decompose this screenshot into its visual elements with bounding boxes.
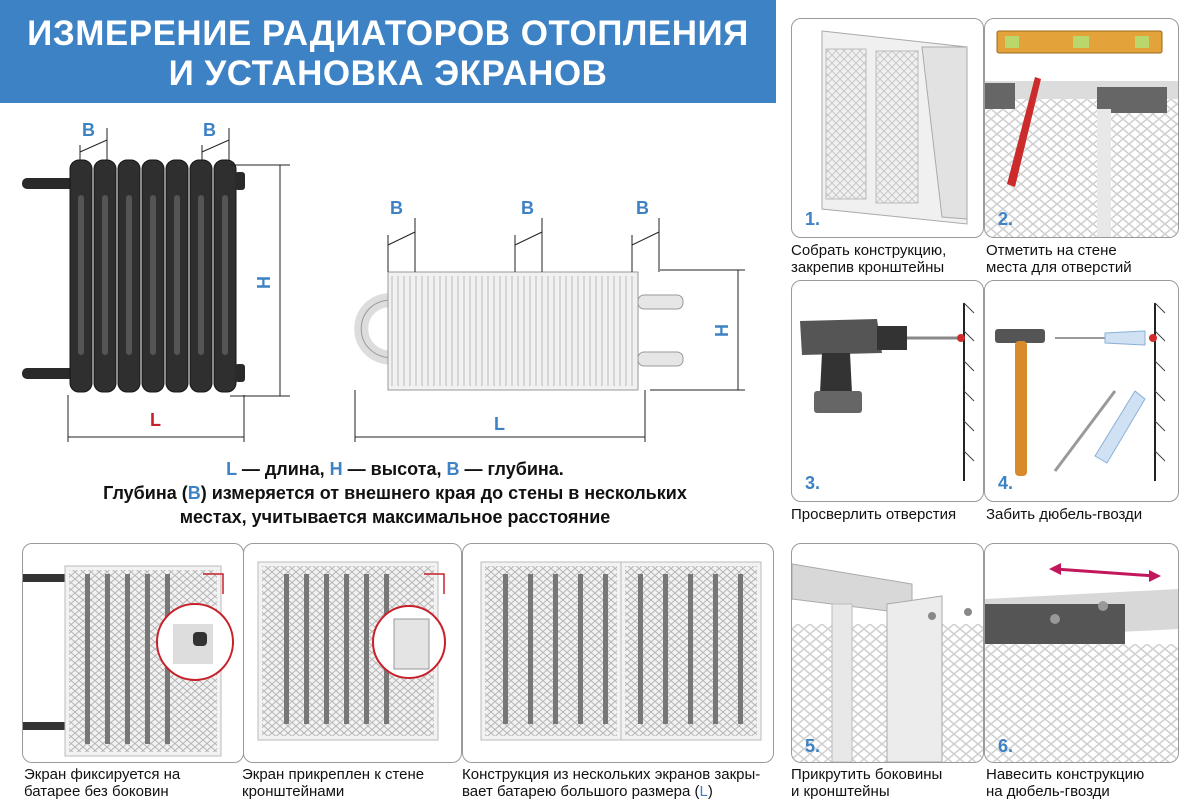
depth-note: Глубина (B) измеряется от внешнего края …	[30, 481, 760, 505]
variant-3-caption-line2-pre: вает батарею большого размера (	[462, 783, 700, 800]
step-5-caption-line1: Прикрутить боковины	[791, 766, 943, 783]
step-1-panel: 1.	[791, 18, 984, 238]
legend-h-text: — высота,	[342, 459, 447, 479]
variant-2-panel	[243, 543, 462, 763]
step-3-caption-line1: Просверлить отверстия	[791, 506, 957, 523]
title-banner: ИЗМЕРЕНИЕ РАДИАТОРОВ ОТОПЛЕНИЯ И УСТАНОВ…	[0, 0, 776, 103]
step-2-number: 2.	[998, 209, 1014, 229]
marking-wall-image	[985, 30, 1178, 237]
legend-l-letter: L	[226, 459, 237, 479]
step-2-caption-line2: места для отверстий	[986, 259, 1132, 276]
step-5-caption: Прикрутить боковины и кронштейны	[791, 766, 942, 800]
dim-b-label: B	[636, 198, 649, 218]
dim-l-label: L	[494, 414, 505, 434]
step-3-number: 3.	[805, 473, 821, 493]
cast-iron-radiator-illustration	[22, 128, 290, 442]
legend-b-letter: B	[446, 459, 460, 479]
dimension-legend: L — длина, H — высота, B — глубина.	[30, 457, 760, 481]
step-2-panel: 2.	[984, 18, 1179, 238]
variant-1-panel	[22, 543, 244, 763]
step-4-panel: 4.	[984, 280, 1179, 502]
convector-radiator-illustration	[354, 218, 745, 442]
variant-3-caption-line2-letter: L	[699, 783, 708, 800]
variant-2-caption-line2: кронштейнами	[242, 783, 345, 800]
variant-3-caption: Конструкция из нескольких экранов закры-…	[462, 766, 760, 800]
multiple-screens-image	[480, 561, 762, 741]
depth-note-line3: местах, учитывается максимальное расстоя…	[179, 507, 611, 527]
variant-3-caption-line2: вает батарею большого размера (L)	[462, 783, 760, 800]
step-4-number: 4.	[998, 473, 1014, 493]
step-6-caption: Навесить конструкцию на дюбель-гвозди	[986, 766, 1144, 800]
dim-h-label: H	[254, 276, 274, 289]
variant-3-caption-line2-post: )	[707, 783, 713, 800]
variant-1-caption-line2: батарее без боковин	[24, 783, 169, 800]
legend-b-text: — глубина.	[459, 459, 564, 479]
step-1-caption-line2: закрепив кронштейны	[791, 259, 945, 276]
step-3-caption: Просверлить отверстия	[791, 506, 956, 523]
step-5-number: 5.	[805, 736, 821, 756]
dim-b-label: B	[390, 198, 403, 218]
variant-1-caption: Экран фиксируется на батарее без боковин	[24, 766, 180, 800]
variant-3-panel	[462, 543, 774, 763]
legend-h-letter: H	[329, 459, 343, 479]
variant-1-caption-line1: Экран фиксируется на	[24, 766, 181, 783]
dim-b-label: B	[82, 120, 95, 140]
step-4-caption: Забить дюбель-гвозди	[986, 506, 1142, 523]
step-1-caption: Собрать конструкцию, закрепив кронштейны	[791, 242, 946, 276]
dim-b-label: B	[203, 120, 216, 140]
step-6-panel: 6.	[984, 543, 1179, 763]
depth-note-letter: B	[187, 483, 201, 503]
dim-b-label: B	[521, 198, 534, 218]
legend-l-text: — длина,	[236, 459, 330, 479]
screen-on-radiator-image	[23, 565, 234, 757]
step-5-panel: 5.	[791, 543, 984, 763]
variant-3-caption-line1: Конструкция из нескольких экранов закры-	[462, 766, 761, 783]
hammer-icon	[995, 302, 1166, 481]
variant-2-caption: Экран прикреплен к стене кронштейнами	[242, 766, 424, 800]
hang-screen-image	[985, 563, 1178, 762]
step-2-caption: Отметить на стене места для отверстий	[986, 242, 1132, 276]
dim-h-label: H	[712, 324, 732, 337]
depth-note-post: ) измеряется от внешнего края до стены в…	[200, 483, 687, 503]
step-1-caption-line1: Собрать конструкцию,	[791, 242, 947, 259]
screen-assembly-image	[821, 30, 968, 225]
step-4-caption-line1: Забить дюбель-гвозди	[986, 506, 1143, 523]
screen-on-wall-brackets-image	[257, 561, 446, 741]
title-line-1: ИЗМЕРЕНИЕ РАДИАТОРОВ ОТОПЛЕНИЯ	[27, 14, 749, 53]
step-6-number: 6.	[998, 736, 1014, 756]
step-1-number: 1.	[805, 209, 821, 229]
step-6-caption-line2: на дюбель-гвозди	[986, 783, 1110, 800]
depth-note-pre: Глубина (	[103, 483, 188, 503]
variant-2-caption-line1: Экран прикреплен к стене	[242, 766, 425, 783]
step-5-caption-line2: и кронштейны	[791, 783, 890, 800]
step-3-panel: 3.	[791, 280, 984, 502]
dim-l-label: L	[150, 410, 161, 430]
step-2-caption-line1: Отметить на стене	[986, 242, 1117, 259]
step-6-caption-line1: Навесить конструкцию	[986, 766, 1145, 783]
title-line-2: И УСТАНОВКА ЭКРАНОВ	[168, 54, 608, 93]
screw-sides-image	[792, 563, 983, 762]
drill-icon	[800, 302, 975, 481]
